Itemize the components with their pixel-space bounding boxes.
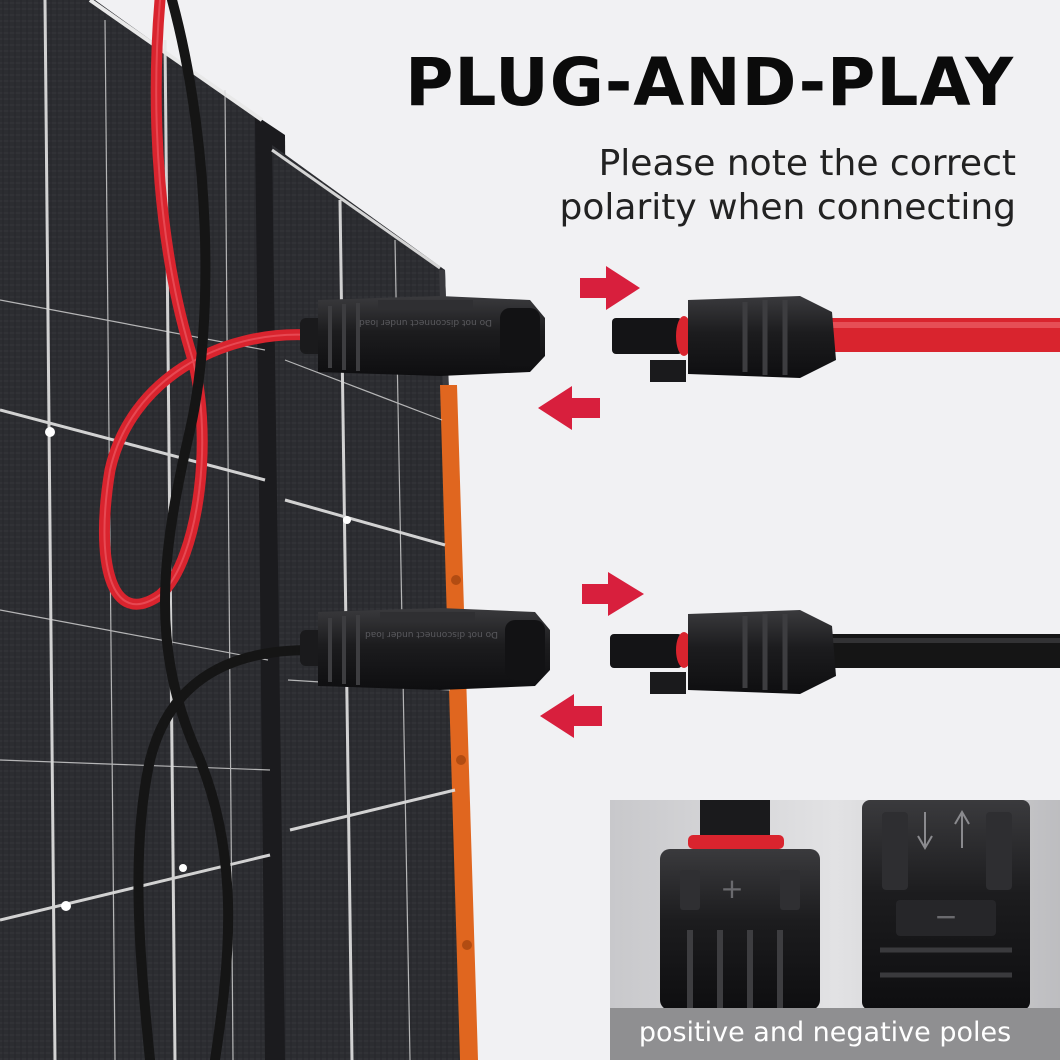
panel-connector-positive: Do not disconnect under load bbox=[300, 296, 545, 376]
solar-panel bbox=[0, 0, 478, 1060]
negative-polarity-mark: − bbox=[934, 900, 957, 933]
page-subtitle: Please note the correct polarity when co… bbox=[559, 143, 1016, 228]
arrow-right-bottom bbox=[582, 572, 644, 616]
positive-polarity-mark: + bbox=[720, 872, 743, 905]
black-cable bbox=[160, 0, 234, 1060]
closeup-caption: positive and negative poles bbox=[638, 1017, 1012, 1048]
page-title: PLUG-AND-PLAY bbox=[405, 44, 1014, 121]
arrow-left-top bbox=[538, 386, 600, 430]
connector-warning-text-2: Do not disconnect under load bbox=[365, 629, 498, 639]
black-cable-2 bbox=[133, 645, 315, 1060]
arrow-left-bottom bbox=[540, 694, 602, 738]
arrow-right-top bbox=[580, 266, 640, 310]
caption-bar bbox=[610, 1008, 1060, 1060]
loose-connector-black bbox=[610, 610, 1060, 694]
panel-cables bbox=[98, 0, 316, 1060]
loose-connector-red bbox=[612, 296, 1060, 382]
panel-orange-edge bbox=[440, 385, 478, 1060]
closeup-positive-connector: + bbox=[660, 800, 820, 1010]
connector-warning-text: Do not disconnect under load bbox=[359, 317, 492, 327]
panel-connector-negative: Do not disconnect under load bbox=[300, 608, 550, 690]
polarity-closeup-inset: + − bbox=[610, 800, 1060, 1010]
closeup-negative-connector: − bbox=[862, 800, 1030, 1010]
